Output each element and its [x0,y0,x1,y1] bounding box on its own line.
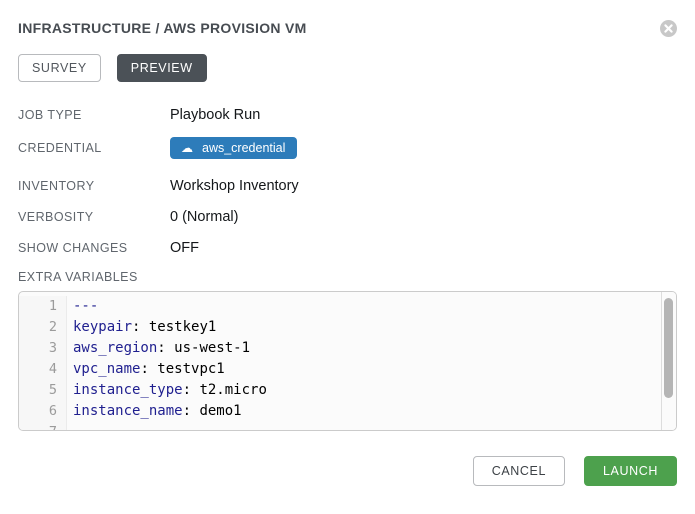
editor-scrollbar-thumb[interactable] [664,298,673,398]
detail-row-verbosity: VERBOSITY 0 (Normal) [18,208,677,225]
line-number: 1 [19,296,67,317]
inventory-label: INVENTORY [18,178,95,193]
cloud-icon: ☁ [181,141,193,155]
editor-line: 2 keypair: testkey1 [19,317,661,338]
line-number: 7 [19,422,67,430]
line-code: vpc_name: testvpc1 [73,361,225,377]
close-button[interactable] [660,20,677,37]
line-number: 6 [19,401,67,422]
line-code [67,422,73,430]
page-title: INFRASTRUCTURE / AWS PROVISION VM [18,20,307,36]
job-type-label: JOB TYPE [18,107,82,122]
editor-content: 1 --- 2 keypair: testkey1 3 aws_region: … [19,292,661,430]
editor-scrollbar-track[interactable] [661,292,676,430]
line-code: aws_region: us-west-1 [73,340,251,356]
verbosity-value: 0 (Normal) [170,208,239,225]
detail-row-job-type: JOB TYPE Playbook Run [18,106,677,123]
cancel-button[interactable]: CANCEL [472,456,565,486]
show-changes-label: SHOW CHANGES [18,240,128,255]
detail-row-inventory: INVENTORY Workshop Inventory [18,177,677,194]
job-type-value: Playbook Run [170,106,261,123]
verbosity-label: VERBOSITY [18,209,94,224]
extra-variables-label: EXTRA VARIABLES [18,270,138,284]
line-code: keypair: testkey1 [73,319,217,335]
editor-line: 7 [19,422,661,430]
line-number: 2 [19,317,67,338]
tab-bar: SURVEY PREVIEW [18,54,677,82]
extra-variables-editor[interactable]: 1 --- 2 keypair: testkey1 3 aws_region: … [18,291,677,431]
line-number: 4 [19,359,67,380]
job-details: JOB TYPE Playbook Run CREDENTIAL ☁ aws_c… [18,106,677,256]
credential-label: CREDENTIAL [18,141,102,155]
editor-line: 4 vpc_name: testvpc1 [19,359,661,380]
close-icon [660,20,677,37]
show-changes-value: OFF [170,239,199,256]
editor-line: 3 aws_region: us-west-1 [19,338,661,359]
editor-line: 5 instance_type: t2.micro [19,380,661,401]
detail-row-show-changes: SHOW CHANGES OFF [18,239,677,256]
tab-preview[interactable]: PREVIEW [116,54,207,82]
editor-line: 1 --- [19,296,661,317]
editor-line: 6 instance_name: demo1 [19,401,661,422]
inventory-value: Workshop Inventory [170,177,299,194]
line-code: instance_name: demo1 [73,403,242,419]
line-code: --- [73,298,99,314]
modal-header: INFRASTRUCTURE / AWS PROVISION VM [18,18,677,37]
line-number: 3 [19,338,67,359]
credential-badge[interactable]: ☁ aws_credential [170,137,298,159]
detail-row-credential: CREDENTIAL ☁ aws_credential [18,137,677,159]
line-code: instance_type: t2.micro [73,382,267,398]
code-lines: 1 --- 2 keypair: testkey1 3 aws_region: … [19,296,661,430]
modal-footer: CANCEL LAUNCH [18,456,677,486]
line-number: 5 [19,380,67,401]
launch-preview-modal: INFRASTRUCTURE / AWS PROVISION VM SURVEY… [18,18,677,486]
credential-badge-label: aws_credential [202,141,286,155]
tab-survey[interactable]: SURVEY [18,54,101,82]
launch-button[interactable]: LAUNCH [584,456,677,486]
